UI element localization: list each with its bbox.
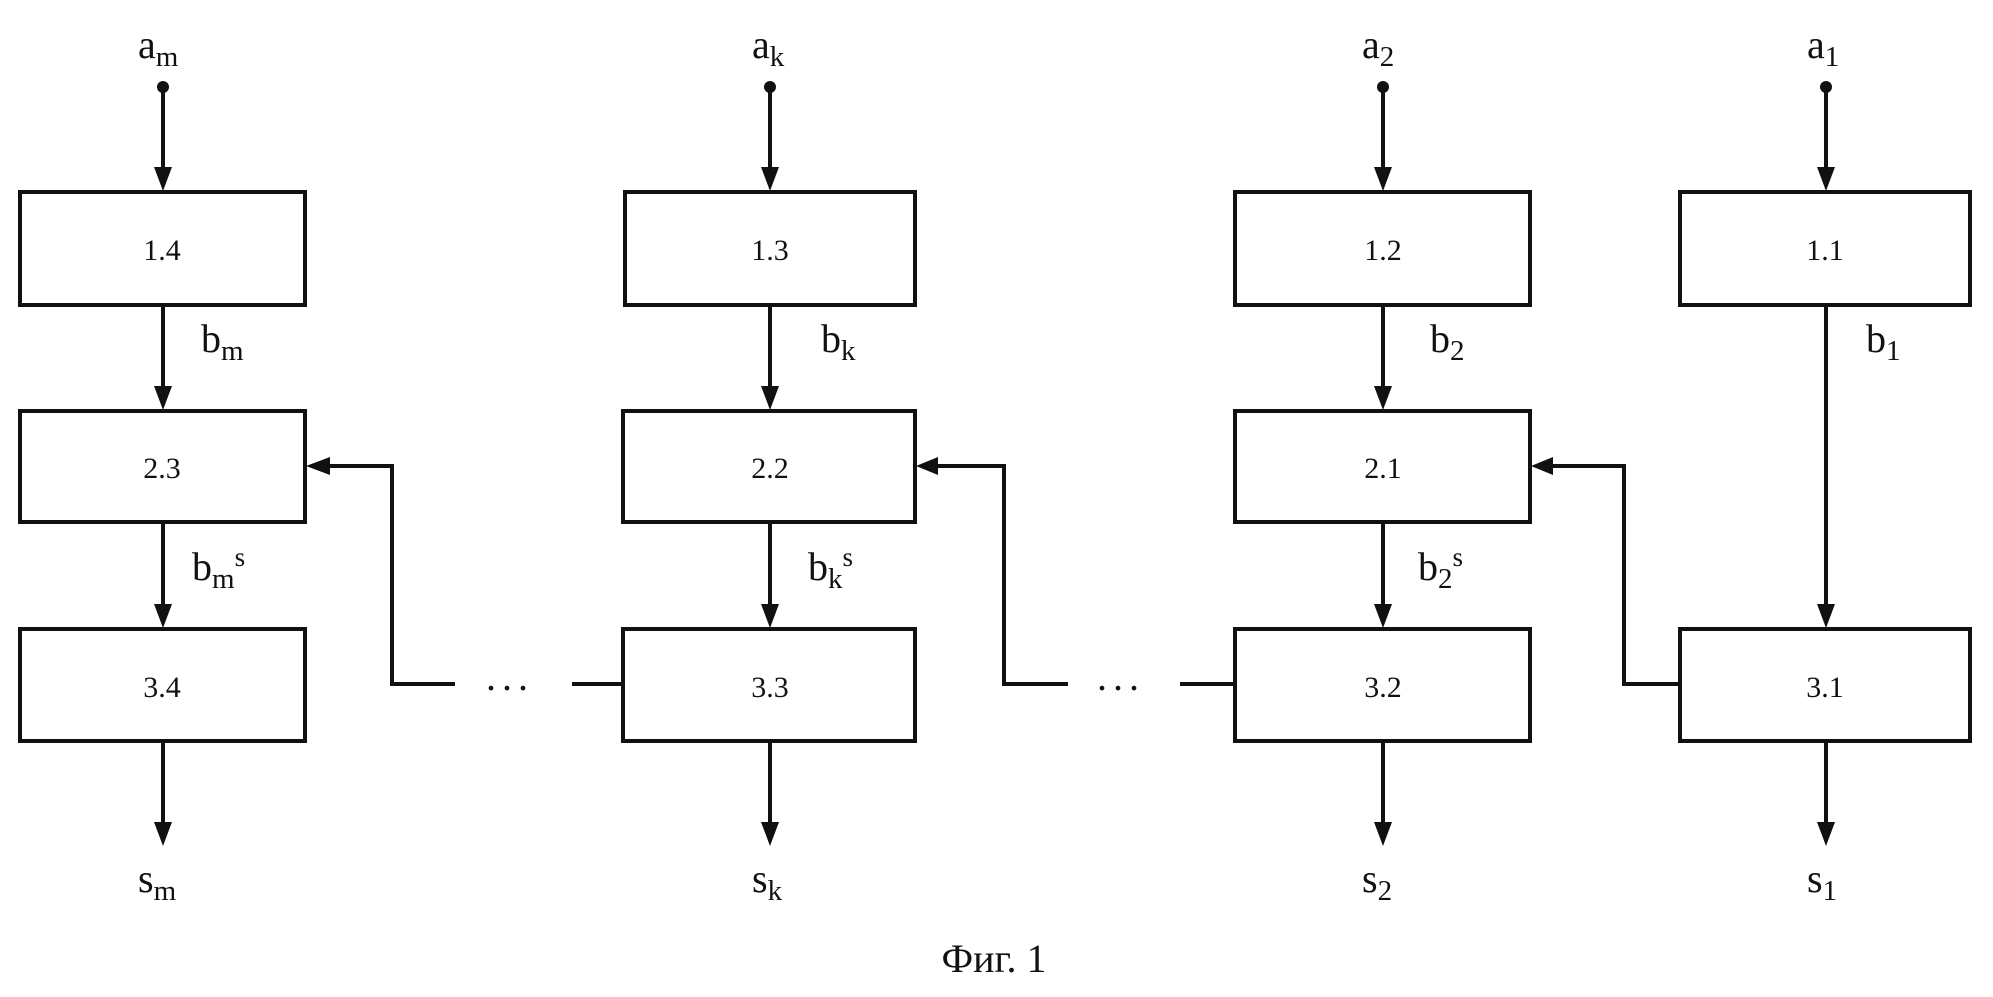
feedback-3-1-to-2-1 [1531, 457, 1680, 686]
signal-label-s-k: sk [752, 856, 783, 907]
column-1: 1.1 3.1 a1 b1 s1 [1678, 22, 1972, 907]
block-label: 1.2 [1364, 234, 1402, 267]
block-1-1 [1678, 190, 1972, 307]
block-1-4 [18, 190, 307, 307]
block-label: 1.1 [1806, 234, 1844, 267]
block-label: 3.1 [1806, 671, 1844, 704]
block-label: 1.4 [143, 234, 181, 267]
block-label: 1.3 [751, 234, 789, 267]
signal-label-s-2: s2 [1362, 856, 1392, 907]
feedback-wire [1548, 464, 1680, 686]
signal-label-b-k: bk [821, 316, 856, 367]
arrow-head-icon [1374, 822, 1392, 846]
figure-caption: Фиг. 1 [942, 936, 1047, 981]
arrow-head-icon [1374, 604, 1392, 628]
arrow-head-icon [1817, 822, 1835, 846]
arrow-head-icon [306, 457, 330, 475]
ellipsis: ... [1097, 654, 1145, 699]
signal-label-b-2: b2 [1430, 316, 1465, 367]
block-3-2 [1233, 627, 1532, 743]
block-label: 3.3 [751, 671, 789, 704]
feedback-wire [325, 464, 455, 686]
arrow-head-icon [154, 386, 172, 410]
feedback-3-3-to-2-3: ... [306, 457, 623, 699]
arrow-head-icon [154, 822, 172, 846]
arrow-head-icon [761, 822, 779, 846]
signal-label-a-k: ak [752, 22, 785, 73]
arrow-head-icon [761, 167, 779, 191]
column-m: 1.4 2.3 3.4 am bm bms sm [18, 22, 307, 907]
ellipsis: ... [486, 654, 534, 699]
column-2: 1.2 2.1 3.2 a2 b2 b2s s2 [1233, 22, 1532, 907]
block-2-3 [18, 409, 307, 524]
block-label: 3.2 [1364, 671, 1402, 704]
arrow-head-icon [154, 167, 172, 191]
block-3-3 [621, 627, 917, 743]
block-1-2 [1233, 190, 1532, 307]
feedback-3-2-to-2-2: ... [916, 457, 1235, 699]
arrow-head-icon [761, 604, 779, 628]
signal-label-bs-k: bks [808, 542, 853, 595]
block-2-1 [1233, 409, 1532, 524]
arrow-head-icon [916, 457, 938, 475]
signal-label-a-m: am [138, 22, 179, 73]
block-1-3 [623, 190, 917, 307]
feedback-wire [933, 464, 1068, 686]
signal-label-s-1: s1 [1807, 856, 1837, 907]
block-label: 2.1 [1364, 452, 1402, 485]
arrow-head-icon [154, 604, 172, 628]
arrow-head-icon [1531, 457, 1553, 475]
block-label: 2.2 [751, 452, 789, 485]
signal-label-b-m: bm [201, 316, 244, 367]
arrow-head-icon [1374, 167, 1392, 191]
signal-label-bs-m: bms [192, 542, 245, 595]
arrow-head-icon [761, 386, 779, 410]
block-label: 3.4 [143, 671, 181, 704]
signal-label-b-1: b1 [1866, 316, 1901, 367]
block-2-2 [621, 409, 917, 524]
block-label: 2.3 [143, 452, 181, 485]
column-k: 1.3 2.2 3.3 ak bk bks sk [621, 22, 917, 907]
signal-label-a-2: a2 [1362, 22, 1394, 73]
signal-label-s-m: sm [138, 856, 177, 907]
signal-label-a-1: a1 [1807, 22, 1839, 73]
arrow-head-icon [1817, 604, 1835, 628]
signal-label-bs-2: b2s [1418, 542, 1463, 595]
arrow-head-icon [1817, 167, 1835, 191]
arrow-head-icon [1374, 386, 1392, 410]
